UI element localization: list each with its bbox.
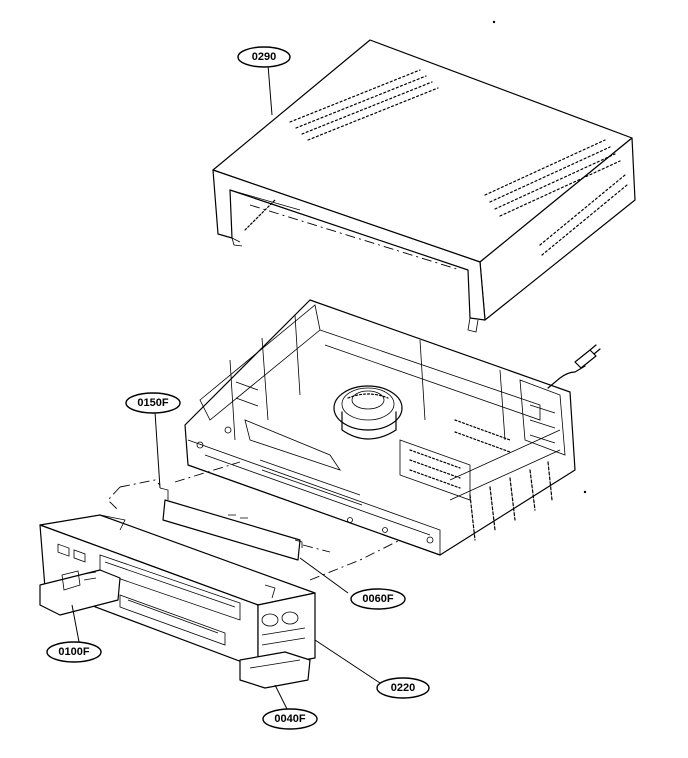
top-cover	[212, 39, 636, 333]
callout-0040F: 0040F	[262, 708, 318, 730]
scan-speck	[583, 490, 587, 494]
left-door	[39, 569, 121, 616]
head-drum	[333, 385, 403, 440]
callout-0220: 0220	[376, 677, 430, 699]
callout-0150F-text: 0150F	[137, 397, 168, 409]
callout-0220-text: 0220	[391, 682, 415, 694]
callout-0100F-text: 0100F	[58, 646, 89, 658]
top-vents	[289, 69, 621, 217]
right-door	[239, 651, 311, 689]
callout-0040F-text: 0040F	[274, 713, 305, 725]
callout-0100F: 0100F	[46, 641, 102, 663]
main-chassis	[184, 299, 576, 556]
callout-0150F: 0150F	[125, 392, 181, 414]
callout-0290-text: 0290	[252, 51, 276, 63]
scan-speck	[492, 20, 496, 24]
callout-0060F: 0060F	[350, 588, 406, 610]
alignment-lines	[107, 461, 401, 581]
cassette-door-bracket	[159, 487, 303, 561]
callout-0060F-text: 0060F	[362, 593, 393, 605]
callout-0290: 0290	[237, 46, 291, 68]
front-panel	[39, 514, 316, 669]
power-cord	[547, 344, 601, 389]
leader-lines	[71, 64, 381, 716]
